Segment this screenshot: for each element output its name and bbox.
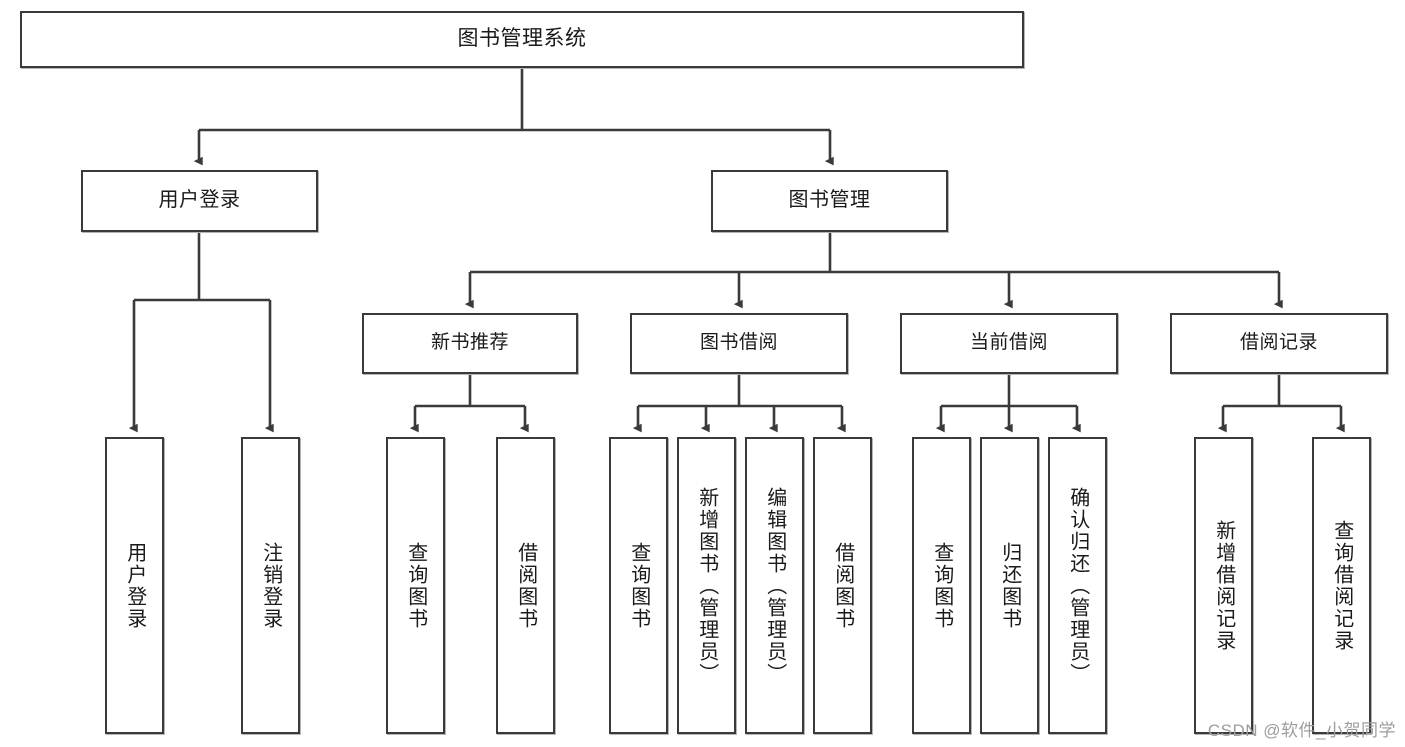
node-borrow-record[interactable]: 借阅记录 [1170, 313, 1388, 374]
node-book-management-system[interactable]: 图书管理系统 [20, 11, 1024, 68]
leaf-book-borrow-edit[interactable]: 编辑图书（管理员） [745, 437, 804, 734]
leaf-borrow-record-query[interactable]: 查询借阅记录 [1312, 437, 1371, 734]
node-new-book-recommend[interactable]: 新书推荐 [362, 313, 578, 374]
node-label: 图书借阅 [699, 332, 778, 354]
node-label: 查询图书 [404, 541, 427, 630]
leaf-current-borrow-return[interactable]: 归还图书 [980, 437, 1039, 734]
node-current-borrow[interactable]: 当前借阅 [900, 313, 1118, 374]
node-label: 新增借阅记录 [1212, 519, 1235, 652]
node-label: 图书管理系统 [457, 27, 587, 51]
leaf-borrow-record-add[interactable]: 新增借阅记录 [1194, 437, 1253, 734]
leaf-user-login-login[interactable]: 用户登录 [105, 437, 164, 734]
node-label: 编辑图书（管理员） [763, 486, 786, 685]
node-label: 注销登录 [259, 541, 282, 630]
leaf-new-book-query[interactable]: 查询图书 [386, 437, 445, 734]
leaf-current-borrow-confirm-return[interactable]: 确认归还（管理员） [1048, 437, 1107, 734]
node-label: 用户登录 [123, 541, 146, 630]
node-label: 新增图书（管理员） [695, 486, 718, 685]
leaf-current-borrow-query[interactable]: 查询图书 [912, 437, 971, 734]
leaf-user-login-logout[interactable]: 注销登录 [241, 437, 300, 734]
csdn-watermark: CSDN @软件_小贺同学 [1207, 721, 1396, 740]
node-label: 归还图书 [998, 541, 1021, 630]
leaf-book-borrow-query[interactable]: 查询图书 [609, 437, 668, 734]
node-label: 用户登录 [158, 189, 241, 212]
node-label: 借阅图书 [514, 541, 537, 630]
leaf-new-book-borrow[interactable]: 借阅图书 [496, 437, 555, 734]
node-label: 借阅图书 [831, 541, 854, 630]
node-label: 当前借阅 [969, 332, 1048, 354]
node-book-management[interactable]: 图书管理 [711, 170, 948, 232]
node-label: 借阅记录 [1239, 332, 1318, 354]
node-user-login[interactable]: 用户登录 [81, 170, 318, 232]
node-label: 确认归还（管理员） [1066, 486, 1089, 685]
node-label: 查询图书 [627, 541, 650, 630]
node-book-borrow[interactable]: 图书借阅 [630, 313, 848, 374]
node-label: 查询借阅记录 [1330, 519, 1353, 652]
leaf-book-borrow-borrow[interactable]: 借阅图书 [813, 437, 872, 734]
node-label: 查询图书 [930, 541, 953, 630]
leaf-book-borrow-add[interactable]: 新增图书（管理员） [677, 437, 736, 734]
node-label: 图书管理 [788, 189, 871, 212]
node-label: 新书推荐 [430, 332, 509, 354]
